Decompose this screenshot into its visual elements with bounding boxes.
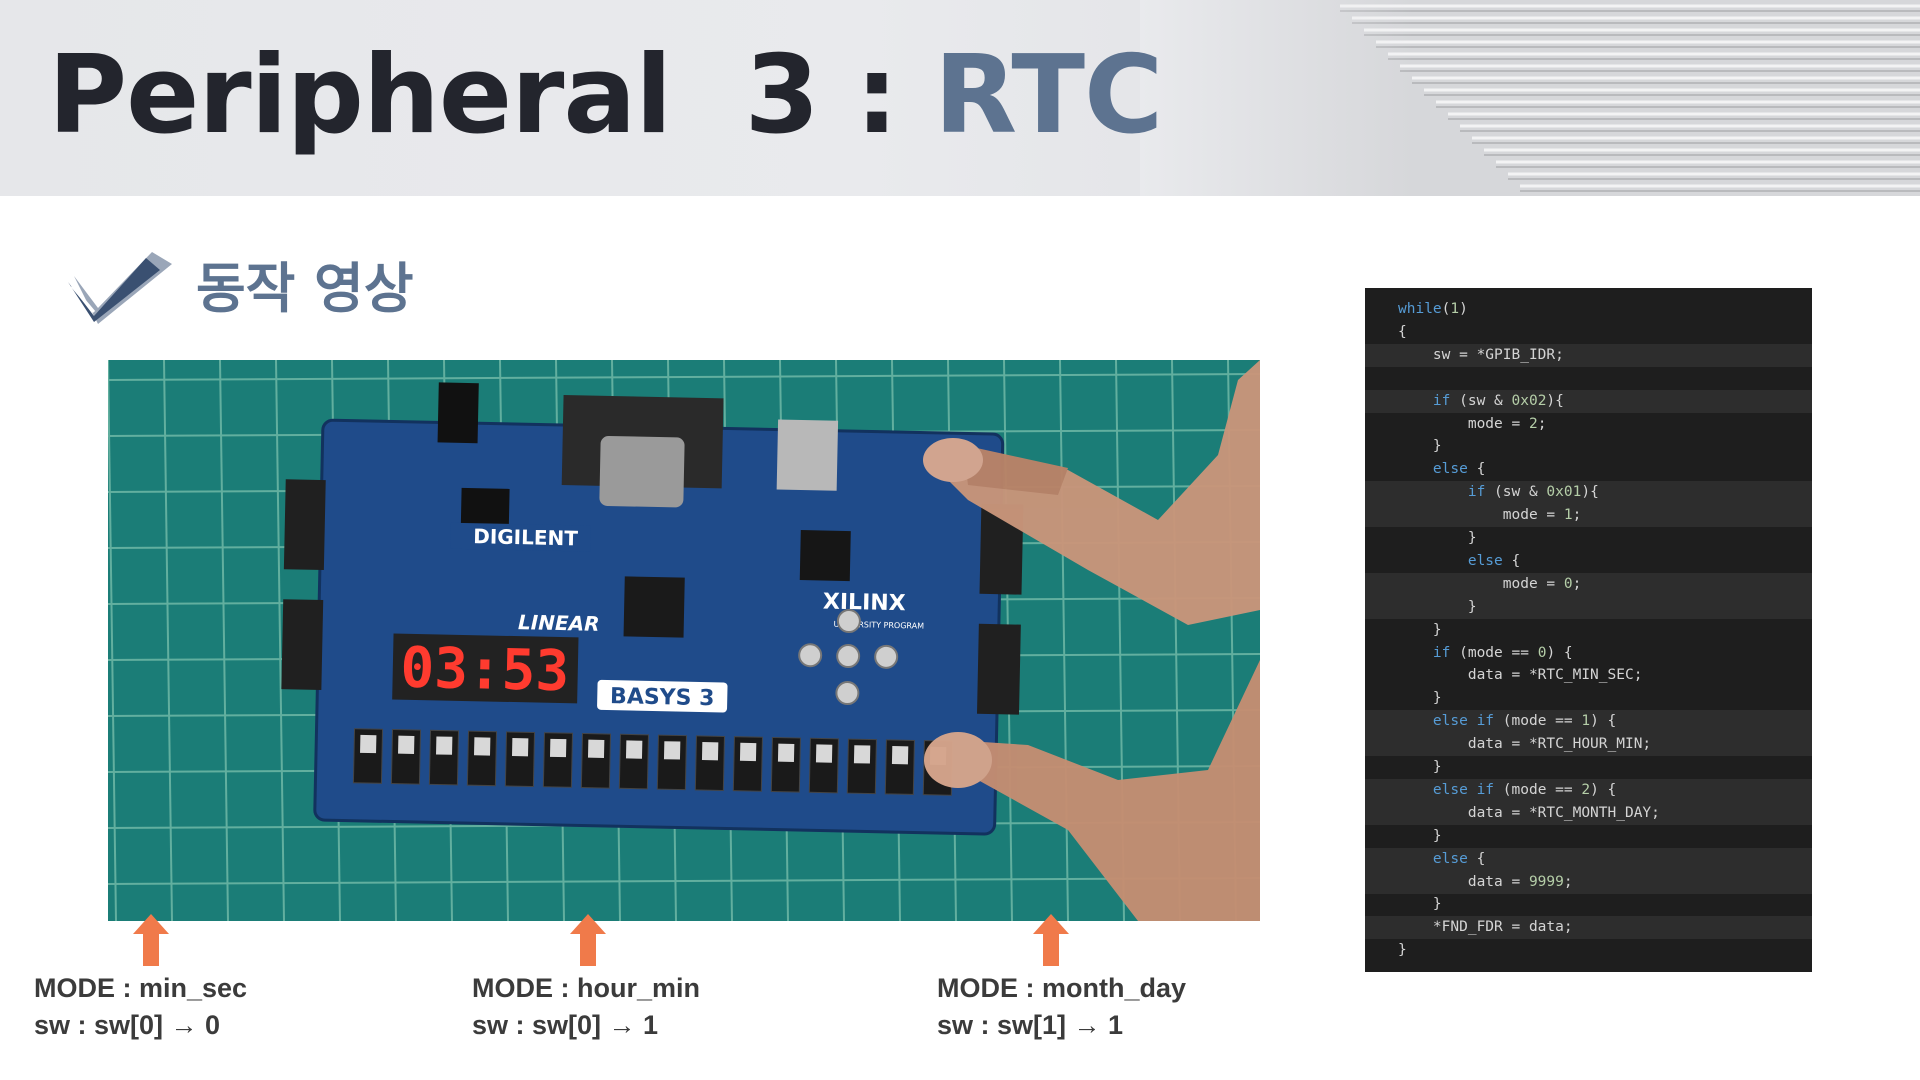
- code-line: }: [1398, 690, 1442, 707]
- switch-knob: [625, 740, 643, 759]
- switch-knob: [701, 742, 719, 761]
- code-line: else {: [1467, 552, 1521, 569]
- switch-text: sw : sw[0] → 0: [34, 1010, 221, 1040]
- code-line: }: [1398, 530, 1477, 546]
- code-line: }: [1365, 595, 1812, 619]
- code-line: }: [1398, 942, 1407, 959]
- switch-knob: [739, 742, 757, 762]
- code-line: data = *RTC_MIN_SEC;: [1398, 667, 1643, 684]
- switch-knob: [815, 744, 833, 763]
- arrow-up-icon: [570, 914, 606, 966]
- code-line: data = 9999;: [1365, 870, 1812, 894]
- code-line: if (sw & 0x02){: [1365, 389, 1812, 413]
- slide-title: Peripheral 3 : RTC: [48, 42, 1163, 150]
- switch-knob: [474, 737, 491, 756]
- mode-text: MODE : month_day: [937, 973, 1187, 1003]
- code-line: }: [1398, 621, 1442, 638]
- code-line: [1365, 367, 1812, 390]
- code-line: mode = 2;: [1398, 415, 1547, 432]
- code-line: *FND_FDR = data;: [1365, 916, 1812, 940]
- staircase-background-image: [1140, 0, 1920, 196]
- section-title: 동작 영상: [196, 257, 414, 320]
- board-demo-video-frame[interactable]: 03:53 DIGILENT LINEAR XILINX UNIVERSITY …: [108, 360, 1260, 921]
- switch-knob: [398, 735, 415, 754]
- mode-label-hour-min: MODE : hour_min sw : sw[0] → 1: [472, 970, 700, 1044]
- switch-knob: [512, 738, 529, 757]
- code-line: }: [1398, 827, 1442, 844]
- code-line: if (sw & 0x01){: [1365, 481, 1812, 505]
- code-line: data = *RTC_MONTH_DAY;: [1365, 801, 1812, 825]
- switch-knob: [663, 741, 681, 760]
- code-line: else if (mode == 2) {: [1365, 778, 1812, 802]
- seven-segment-display: 03:53: [400, 636, 570, 705]
- code-editor-snippet: while(1) { sw = *GPIB_IDR; if (sw & 0x02)…: [1365, 288, 1812, 972]
- basys3-board-illustration: 03:53 DIGILENT LINEAR XILINX UNIVERSITY …: [108, 360, 1260, 921]
- basys3-logo: BASYS 3: [610, 684, 715, 711]
- code-line: sw = *GPIB_IDR;: [1365, 343, 1812, 367]
- code-line: }: [1398, 438, 1442, 455]
- switch-knob: [853, 745, 871, 764]
- digilent-logo: DIGILENT: [473, 524, 579, 550]
- slide-header: Peripheral 3 : RTC: [0, 0, 1920, 196]
- code-line: else {: [1365, 847, 1812, 871]
- code-line: while(1): [1398, 301, 1468, 317]
- code-line: }: [1398, 896, 1442, 913]
- code-line: }: [1398, 759, 1442, 775]
- code-line: mode = 0;: [1365, 572, 1812, 596]
- title-main: Peripheral 3 :: [48, 33, 935, 158]
- code-line: data = *RTC_HOUR_MIN;: [1365, 733, 1812, 757]
- code-line: else {: [1432, 461, 1486, 478]
- switch-knob: [360, 734, 377, 754]
- hand: [923, 360, 1260, 921]
- linear-logo: LINEAR: [518, 610, 600, 636]
- switch-knob: [549, 738, 567, 758]
- mode-label-month-day: MODE : month_day sw : sw[1] → 1: [937, 970, 1186, 1044]
- code-line: if (mode == 0) {: [1432, 644, 1573, 661]
- arrow-up-icon: [133, 914, 169, 966]
- switch-knob: [587, 739, 605, 758]
- mode-text: MODE : hour_min: [472, 973, 700, 1003]
- switch-text: sw : sw[0] → 1: [472, 1010, 659, 1040]
- code-line: mode = 1;: [1365, 504, 1812, 528]
- university-program-text: UNIVERSITY PROGRAM: [833, 620, 924, 631]
- checkbox-check-icon: [68, 252, 172, 324]
- arrow-up-icon: [1033, 914, 1069, 966]
- switch-knob: [891, 745, 909, 765]
- switch-knob: [777, 743, 795, 762]
- xilinx-logo: XILINX: [823, 590, 906, 617]
- mode-label-min-sec: MODE : min_sec sw : sw[0] → 0: [34, 970, 247, 1044]
- code-line: {: [1398, 323, 1407, 340]
- mode-text: MODE : min_sec: [34, 973, 248, 1003]
- code-line: else if (mode == 1) {: [1365, 710, 1812, 734]
- title-accent: RTC: [934, 33, 1163, 158]
- switch-knob: [436, 736, 453, 755]
- switch-text: sw : sw[1] → 1: [937, 1010, 1124, 1040]
